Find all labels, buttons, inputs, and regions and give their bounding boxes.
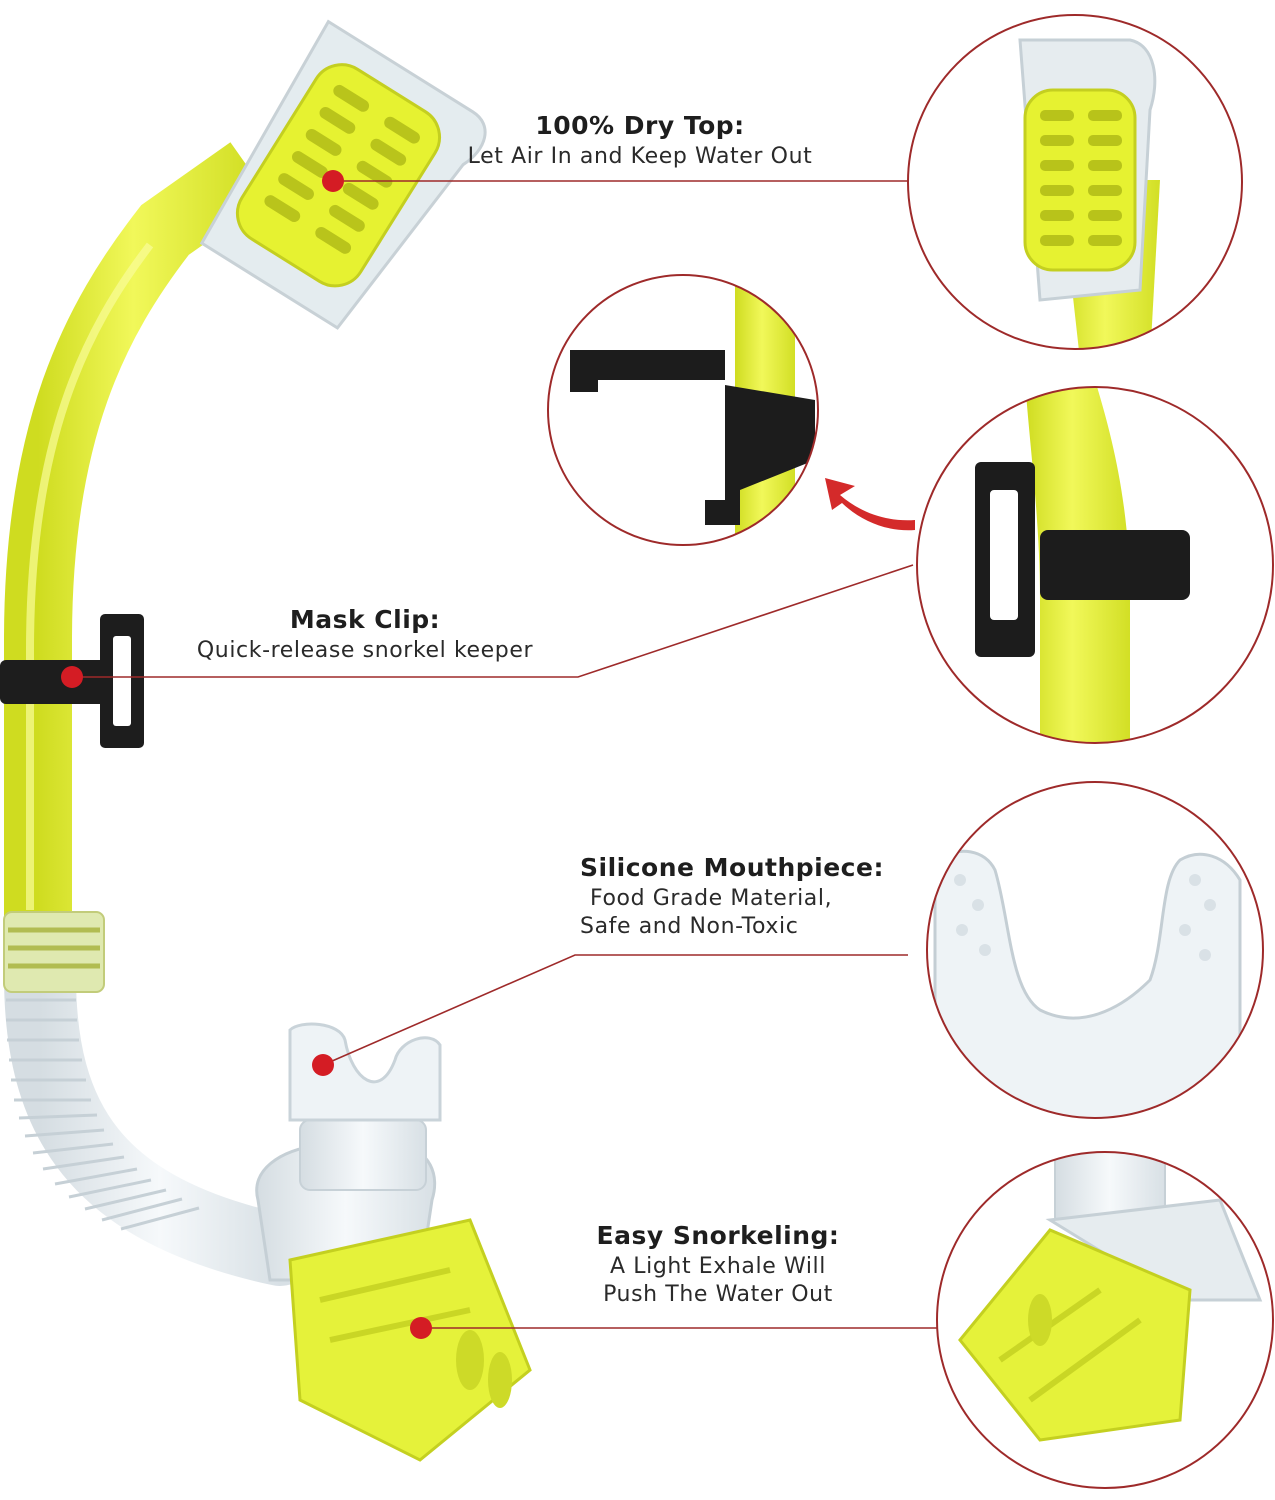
detail-circle-clip-detached bbox=[547, 274, 819, 546]
dot-purge bbox=[410, 1317, 432, 1339]
thread-connector bbox=[3, 911, 105, 993]
callout-desc: Let Air In and Keep Water Out bbox=[467, 143, 813, 169]
flex-hose bbox=[4, 939, 316, 1286]
dot-mouthpiece bbox=[312, 1054, 334, 1076]
red-arrow-icon bbox=[825, 478, 915, 531]
main-tube bbox=[4, 142, 270, 920]
callout-desc: Push The Water Out bbox=[603, 1282, 833, 1308]
snorkel-main bbox=[0, 19, 532, 1462]
callout-easy-snorkeling: Easy Snorkeling: A Light Exhale Will Pus… bbox=[578, 1220, 858, 1310]
callout-mouthpiece: Silicone Mouthpiece: Food Grade Material… bbox=[580, 852, 900, 942]
detail-circle-dry-top bbox=[907, 14, 1243, 350]
indicator-dots bbox=[61, 170, 432, 1339]
detail-circle-mouthpiece bbox=[926, 781, 1264, 1119]
dot-dry-top bbox=[322, 170, 344, 192]
purge-valve bbox=[255, 1143, 532, 1462]
dot-mask-clip bbox=[61, 666, 83, 688]
callout-title: Mask Clip: bbox=[289, 605, 441, 634]
callout-desc: A Light Exhale Will bbox=[610, 1253, 826, 1279]
callout-line-mouthpiece bbox=[322, 954, 908, 1066]
hose-ridges bbox=[6, 998, 200, 1231]
detail-circle-purge bbox=[936, 1151, 1274, 1489]
callout-title: 100% Dry Top: bbox=[535, 111, 745, 140]
callout-desc: Food Grade Material, bbox=[590, 885, 833, 911]
callout-title: Easy Snorkeling: bbox=[596, 1221, 840, 1250]
callout-desc: Quick-release snorkel keeper bbox=[196, 637, 534, 663]
callout-line-mask-clip bbox=[72, 564, 914, 678]
detail-circle-clip-attached bbox=[916, 386, 1274, 744]
mouthpiece bbox=[288, 1022, 442, 1191]
callout-desc: Safe and Non-Toxic bbox=[580, 914, 799, 940]
callout-mask-clip: Mask Clip: Quick-release snorkel keeper bbox=[170, 604, 560, 665]
callout-title: Silicone Mouthpiece: bbox=[580, 853, 884, 882]
callout-dry-top: 100% Dry Top: Let Air In and Keep Water … bbox=[440, 110, 840, 171]
callout-lines bbox=[72, 180, 937, 1329]
mask-clip bbox=[0, 614, 144, 748]
